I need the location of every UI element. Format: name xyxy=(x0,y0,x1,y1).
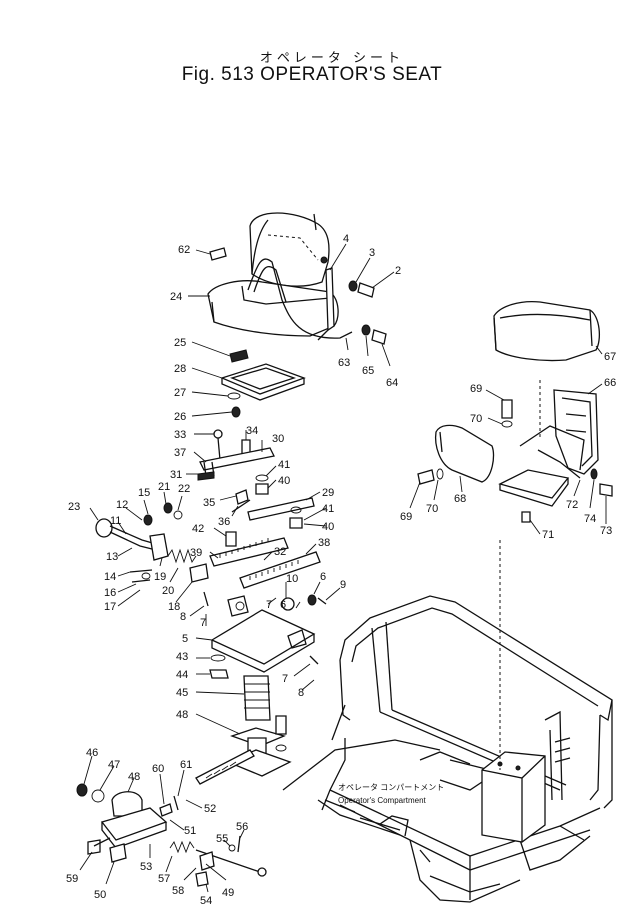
callout-49: 49 xyxy=(222,887,234,899)
callout-70b: 70 xyxy=(426,503,438,515)
callout-29: 29 xyxy=(322,487,334,499)
callout-31: 31 xyxy=(170,469,182,481)
callout-8b: 8 xyxy=(298,687,304,699)
callout-26: 26 xyxy=(174,411,186,423)
callout-9: 9 xyxy=(340,579,346,591)
callout-12: 12 xyxy=(116,499,128,511)
callout-41b: 41 xyxy=(322,503,334,515)
callout-23: 23 xyxy=(68,501,80,513)
callout-62: 62 xyxy=(178,244,190,256)
callout-16: 16 xyxy=(104,587,116,599)
callout-46: 46 xyxy=(86,747,98,759)
figure-title-japanese: オペレータ シート xyxy=(259,51,405,66)
callout-54: 54 xyxy=(200,895,212,907)
compartment-label-jp: オペレータ コンパートメント xyxy=(338,783,444,792)
callout-8: 8 xyxy=(180,611,186,623)
callout-47: 47 xyxy=(108,759,120,771)
callout-55: 55 xyxy=(216,833,228,845)
callout-60: 60 xyxy=(152,763,164,775)
callout-48b: 48 xyxy=(128,771,140,783)
callout-61: 61 xyxy=(180,759,192,771)
callout-19: 19 xyxy=(154,571,166,583)
callout-63: 63 xyxy=(338,357,350,369)
callout-7c: 7 xyxy=(282,673,288,685)
callout-35: 35 xyxy=(203,497,215,509)
callout-43: 43 xyxy=(176,651,188,663)
callout-51: 51 xyxy=(184,825,196,837)
callout-70: 70 xyxy=(470,413,482,425)
figure-title: Fig. 513 OPERATOR'S SEAT xyxy=(181,64,443,85)
callout-40: 40 xyxy=(278,475,290,487)
callout-58: 58 xyxy=(172,885,184,897)
callout-72: 72 xyxy=(566,499,578,511)
callout-71: 71 xyxy=(542,529,554,541)
callout-42: 42 xyxy=(192,523,204,535)
callout-41: 41 xyxy=(278,459,290,471)
callout-13: 13 xyxy=(106,551,118,563)
left-seat-assembly xyxy=(76,212,387,887)
callout-53: 53 xyxy=(140,861,152,873)
callout-22: 22 xyxy=(178,483,190,495)
callout-7b: 7 xyxy=(266,599,272,611)
callout-33: 33 xyxy=(174,429,186,441)
callout-5: 5 xyxy=(182,633,188,645)
callout-56: 56 xyxy=(236,821,248,833)
callout-18: 18 xyxy=(168,601,180,613)
callout-67: 67 xyxy=(604,351,616,363)
callout-34: 34 xyxy=(246,425,258,437)
compartment-label-en: Operator's Compartment xyxy=(338,796,427,805)
callout-2: 2 xyxy=(395,265,401,277)
callout-14: 14 xyxy=(104,571,116,583)
callout-57: 57 xyxy=(158,873,170,885)
callout-39: 39 xyxy=(190,547,202,559)
callout-59: 59 xyxy=(66,873,78,885)
callout-25: 25 xyxy=(174,337,186,349)
callout-68: 68 xyxy=(454,493,466,505)
operator-compartment-drawing xyxy=(282,540,613,903)
callout-73: 73 xyxy=(600,525,612,537)
callout-36: 36 xyxy=(218,516,230,528)
callout-45: 45 xyxy=(176,687,188,699)
callout-50: 50 xyxy=(94,889,106,901)
right-seat-assembly xyxy=(417,300,613,523)
callout-20: 20 xyxy=(162,585,174,597)
callout-38: 38 xyxy=(318,537,330,549)
callout-32: 32 xyxy=(274,546,286,558)
callout-48: 48 xyxy=(176,709,188,721)
callout-37: 37 xyxy=(174,447,186,459)
callout-40b: 40 xyxy=(322,521,334,533)
callout-4: 4 xyxy=(343,233,349,245)
callout-21: 21 xyxy=(158,481,170,493)
callout-24: 24 xyxy=(170,291,182,303)
callout-3: 3 xyxy=(369,247,375,259)
callout-69: 69 xyxy=(470,383,482,395)
callout-65: 65 xyxy=(362,365,374,377)
callout-69b: 69 xyxy=(400,511,412,523)
callout-52: 52 xyxy=(204,803,216,815)
callout-28: 28 xyxy=(174,363,186,375)
callout-10: 10 xyxy=(286,573,298,585)
callout-6: 6 xyxy=(320,571,326,583)
callout-44: 44 xyxy=(176,669,188,681)
callout-27: 27 xyxy=(174,387,186,399)
callout-30: 30 xyxy=(272,433,284,445)
callout-6b: 6 xyxy=(280,599,286,611)
callout-7: 7 xyxy=(200,617,206,629)
callout-11: 11 xyxy=(110,515,121,527)
callout-66: 66 xyxy=(604,377,616,389)
callout-15: 15 xyxy=(138,487,150,499)
callout-74: 74 xyxy=(584,513,596,525)
part-number-callouts: 62 4 3 2 24 63 65 64 25 28 27 26 33 34 3… xyxy=(66,233,616,907)
callout-17: 17 xyxy=(104,601,116,613)
callout-64: 64 xyxy=(386,377,398,389)
